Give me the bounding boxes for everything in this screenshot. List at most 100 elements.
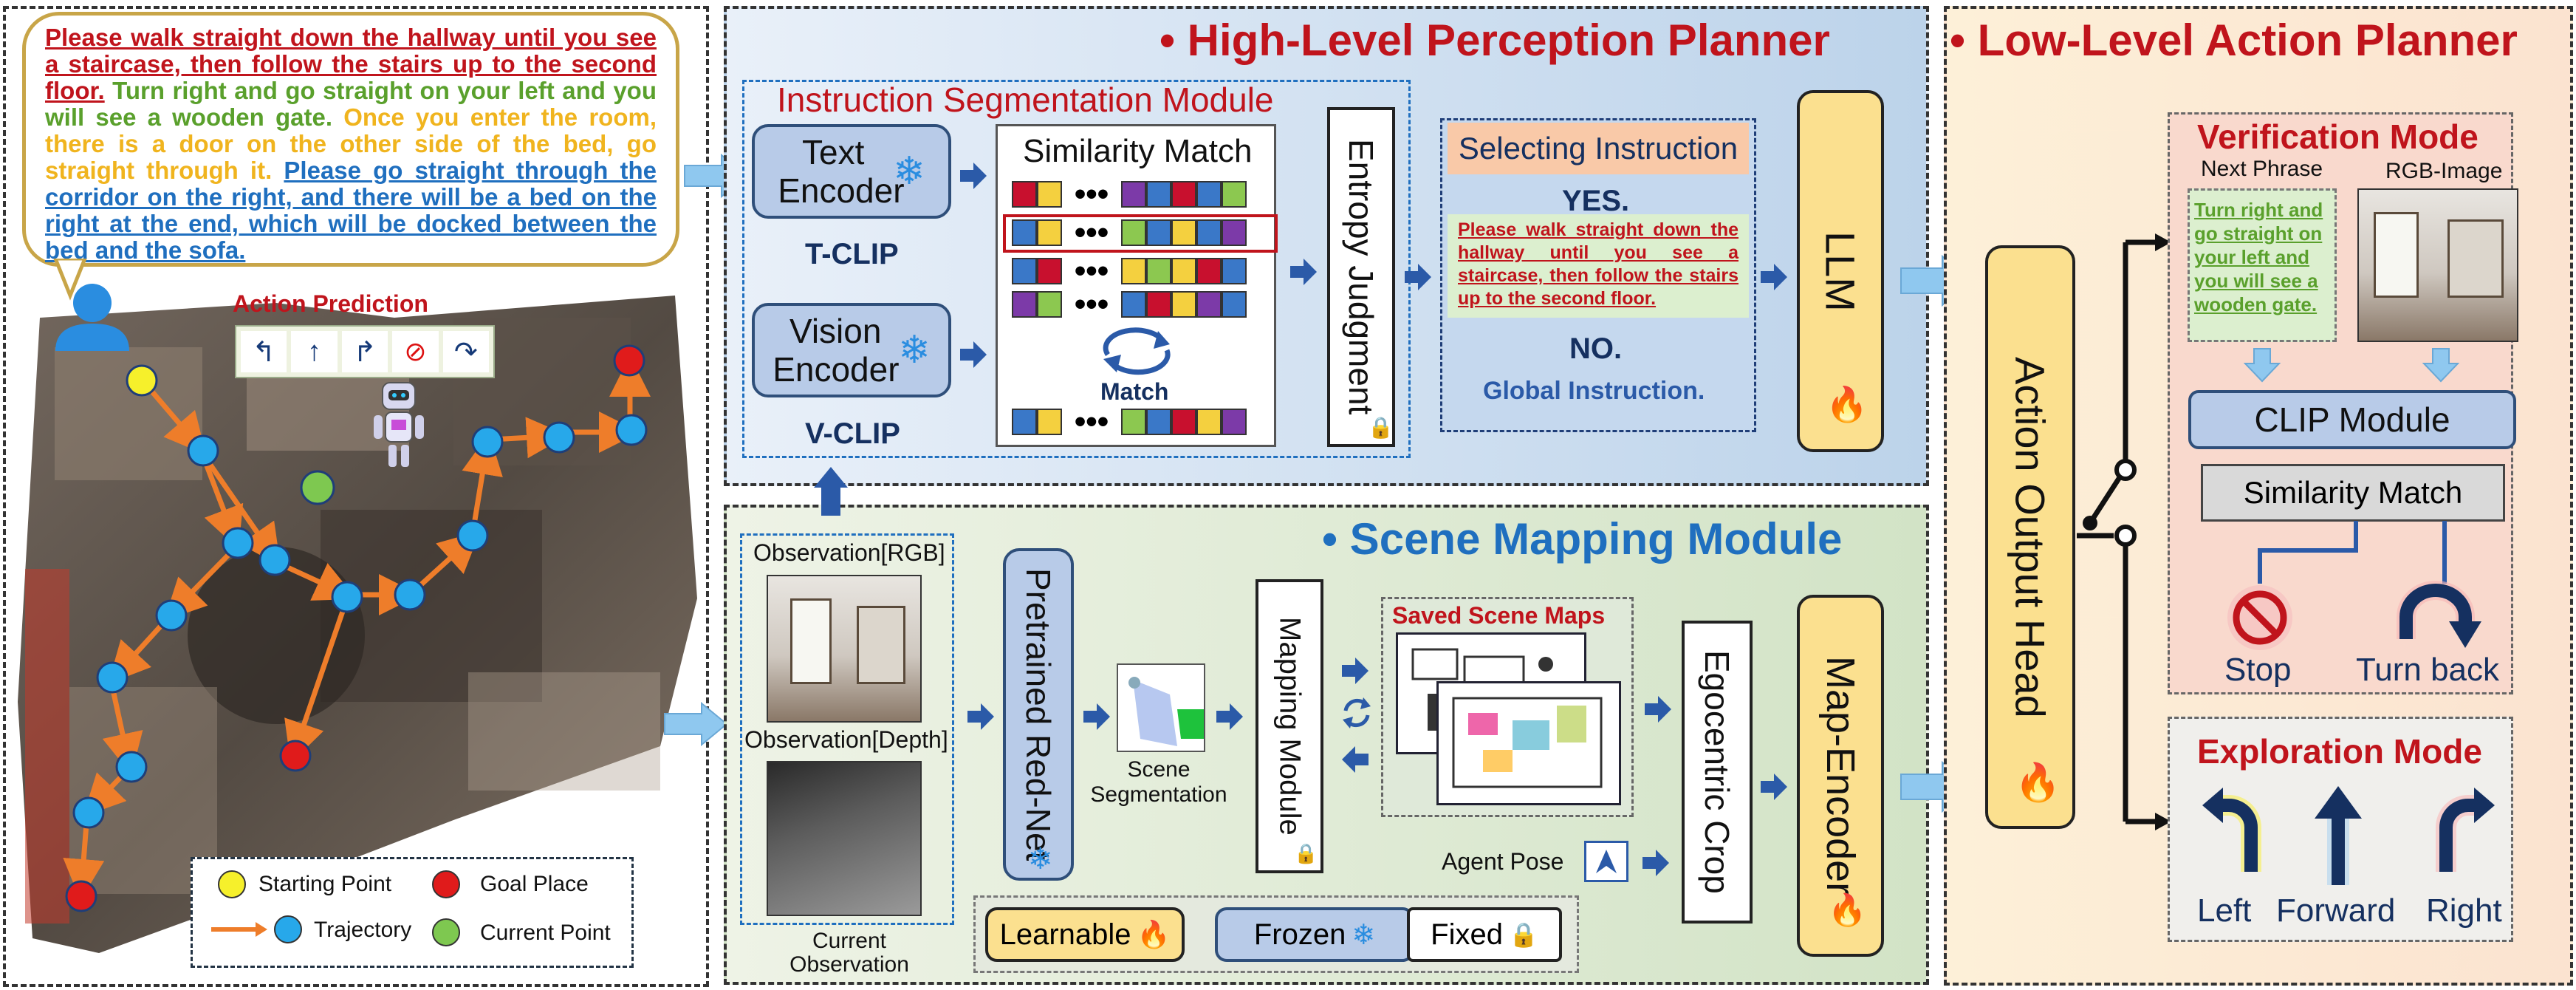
current-observation-label: Current Observation (789, 929, 909, 977)
robot-icon (374, 382, 424, 467)
legend-goal-marker (432, 870, 460, 898)
arrow-rgb-to-clip (2422, 348, 2459, 383)
instruction-segmentation-module (742, 80, 1411, 458)
lock-icon: 🔒 (1508, 921, 1538, 948)
text-encoder-box[interactable]: Text Encoder ❄ (752, 124, 951, 219)
next-phrase-text: Turn right and go straight on your left … (2194, 199, 2323, 315)
yes-label: YES. (1562, 185, 1630, 217)
rednet-label: Pretrained Red-Net (1019, 567, 1058, 861)
observation-panel (740, 533, 954, 925)
flame-icon: 🔥 (1828, 892, 1867, 927)
clip-module-label: CLIP Module (2254, 400, 2450, 439)
instruction-seg-2: Turn right and go straight on your left … (45, 77, 657, 131)
bubble-tail (53, 259, 87, 301)
map-panel (3, 6, 709, 987)
arrow-saved-to-ego (1645, 696, 1671, 723)
rednet-box[interactable]: Pretrained Red-Net (1003, 548, 1074, 881)
snowflake-icon: ❄ (1028, 843, 1053, 875)
turn-left-icon (2202, 788, 2261, 872)
similarity-match-box-low[interactable]: Similarity Match (2201, 464, 2505, 522)
agent-pose-label: Agent Pose (1442, 848, 1564, 875)
arrow-mapping-to-saved (1342, 658, 1368, 684)
egocentric-crop-box[interactable]: Egocentric Crop (1682, 621, 1753, 924)
selecting-instruction-header: Selecting Instruction (1448, 123, 1749, 174)
user-icon (55, 284, 129, 351)
scene-segmentation-image (1117, 663, 1205, 752)
selected-instruction-text: Please walk straight down the hallway un… (1458, 219, 1739, 309)
turn-back-label: Turn back (2356, 652, 2500, 688)
sync-icon (1343, 697, 1371, 728)
embedding-row: ••• (1012, 216, 1247, 249)
llm-box[interactable]: LLM (1797, 90, 1884, 452)
legend-trajectory-label: Trajectory (314, 918, 412, 942)
next-phrase-box: Turn right and go straight on your left … (2188, 188, 2337, 342)
similarity-match-label-low: Similarity Match (2243, 475, 2463, 510)
arrow-phrase-to-clip (2244, 348, 2281, 383)
arrow-sim-to-entropy (1290, 259, 1317, 285)
flame-icon: 🔥 (1137, 919, 1171, 949)
legend-current-marker (432, 918, 460, 946)
verification-mode-title: Verification Mode (2197, 117, 2479, 156)
action-output-head-box[interactable]: Action Output Head (1985, 245, 2075, 829)
flame-icon: 🔥 (2015, 762, 2061, 803)
similarity-match-label: Similarity Match (1023, 133, 1253, 169)
egocentric-crop-label: Egocentric Crop (1698, 650, 1736, 894)
arrow-scene-to-perception (814, 467, 848, 516)
low-level-title: • Low-Level Action Planner (1950, 16, 2518, 65)
rgb-image-label: RGB-Image (2385, 159, 2503, 183)
clip-module-box[interactable]: CLIP Module (2188, 390, 2516, 449)
instruction-bubble: Please walk straight down the hallway un… (22, 12, 679, 267)
map-encoder-box[interactable]: Map-Encoder (1797, 595, 1884, 957)
stop-label: Stop (2224, 652, 2292, 688)
obs-rgb-label: Observation[RGB] (753, 539, 945, 566)
forward-icon: ↑ (291, 331, 338, 372)
scene-mapping-title: • Scene Mapping Module (1322, 514, 1843, 564)
legend-start-marker (218, 870, 246, 898)
high-level-title: • High-Level Perception Planner (1159, 16, 1830, 65)
arrow-rednet-to-seg (1083, 703, 1110, 730)
scene-segmentation-label: Scene Segmentation (1090, 757, 1227, 807)
highlighted-row-frame (1003, 214, 1278, 253)
observation-rgb-image (767, 575, 922, 723)
snowflake-icon: ❄ (898, 329, 931, 372)
selected-instruction-box: Please walk straight down the hallway un… (1448, 214, 1749, 318)
arrow-ego-to-mapenc (1761, 774, 1787, 800)
arrow-vision-to-sim (960, 341, 987, 368)
turn-right-icon: ↱ (341, 331, 388, 372)
similarity-match-box (996, 124, 1276, 447)
arrow-obs-to-rednet (967, 703, 994, 730)
forward-label: Forward (2276, 892, 2396, 929)
text-encoder-label: Text Encoder (778, 133, 905, 210)
entropy-judgment-label: Entropy Judgment (1342, 139, 1380, 415)
entropy-judgment-box[interactable]: Entropy Judgment (1327, 107, 1395, 447)
instruction-seg-1: Please walk straight down the hallway un… (45, 24, 657, 104)
switch-connector (2077, 233, 2171, 830)
rgb-image (2357, 188, 2518, 342)
saved-scene-maps-label: Saved Scene Maps (1392, 602, 1606, 629)
right-label: Right (2426, 892, 2502, 929)
turn-back-icon: ↷ (442, 331, 490, 372)
arrow-saved-to-mapping (1342, 746, 1368, 773)
branch-lines (2258, 521, 2447, 584)
embedding-row: ••• (1012, 406, 1247, 438)
match-cycle-icon (1103, 327, 1171, 375)
vision-encoder-box[interactable]: Vision Encoder ❄ (752, 303, 951, 397)
saved-map-2 (1436, 681, 1621, 805)
agent-pose-icon (1584, 841, 1628, 882)
segmentation-module-title: Instruction Segmentation Module (777, 81, 1274, 119)
flame-icon: 🔥 (1826, 385, 1868, 423)
trajectory-overlay (63, 344, 651, 912)
turn-back-icon (2397, 581, 2481, 648)
legend-frozen-label: Frozen (1253, 918, 1346, 951)
instruction-seg-3: Once you enter the room, there is a door… (45, 103, 657, 184)
embedding-row: ••• (1012, 178, 1247, 211)
legend-goal-label: Goal Place (480, 872, 589, 896)
selecting-instruction-label: Selecting Instruction (1458, 131, 1739, 165)
lock-icon: 🔒 (1294, 842, 1318, 864)
arrow-map-to-observation (664, 702, 728, 746)
mapping-module-box[interactable]: Mapping Module (1256, 579, 1323, 873)
next-phrase-label: Next Phrase (2201, 157, 2323, 181)
exploration-mode-title: Exploration Mode (2197, 732, 2482, 771)
forward-icon (2315, 786, 2362, 885)
arrow-pose-to-ego (1642, 850, 1669, 876)
